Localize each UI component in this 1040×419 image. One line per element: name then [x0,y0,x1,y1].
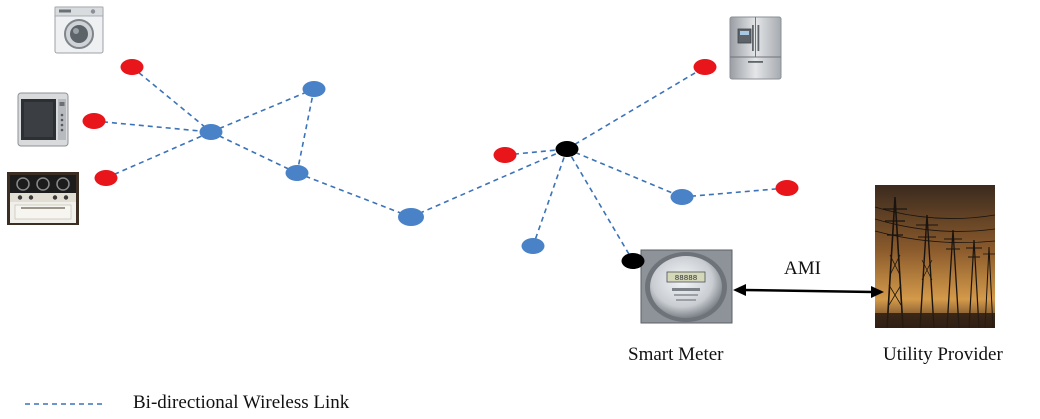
stove-icon [7,172,79,225]
nodes [82,59,799,269]
refrigerator-icon [729,16,782,80]
wireless-links [93,66,788,262]
meter-gateway-node [621,253,645,269]
appliance-node-microwave [82,113,106,129]
svg-text:88888: 88888 [675,275,698,283]
appliance-node-far-right [775,180,799,196]
router-node-bottom [521,238,545,254]
link-hub-top [210,88,315,133]
link-gateway-right [566,148,683,198]
link-gateway-bottom [532,148,568,247]
router-node-hub [199,124,223,140]
appliance-node-stove [94,170,118,186]
link-center-gateway [410,148,568,218]
gateway-node [555,141,579,157]
router-node-mid [285,165,309,181]
smart-meter-label: Smart Meter [628,344,724,365]
link-right-red [681,187,788,198]
smart-meter-icon: 88888 [640,249,733,324]
link-gateway-fridge [566,66,706,150]
appliance-node-left-gateway [493,147,517,163]
router-node-right [670,189,694,205]
microwave-icon [17,92,69,147]
legend-label: Bi-directional Wireless Link [133,392,350,413]
ami-arrow [733,284,884,298]
ami-label: AMI [784,258,821,279]
link-mid-center [296,172,412,218]
appliance-node-washer [120,59,144,75]
router-node-center [398,208,424,226]
washing-machine-icon [54,6,104,54]
link-microwave-hub [93,120,212,133]
appliance-node-fridge [693,59,717,75]
link-washer-hub [131,66,212,133]
router-node-top [302,81,326,97]
link-top-mid [296,88,315,174]
power-tower-icon [874,185,996,329]
utility-provider-label: Utility Provider [883,344,1003,365]
link-gateway-meter [566,148,634,262]
link-stove-hub [105,131,212,179]
link-hub-mid [210,131,298,174]
